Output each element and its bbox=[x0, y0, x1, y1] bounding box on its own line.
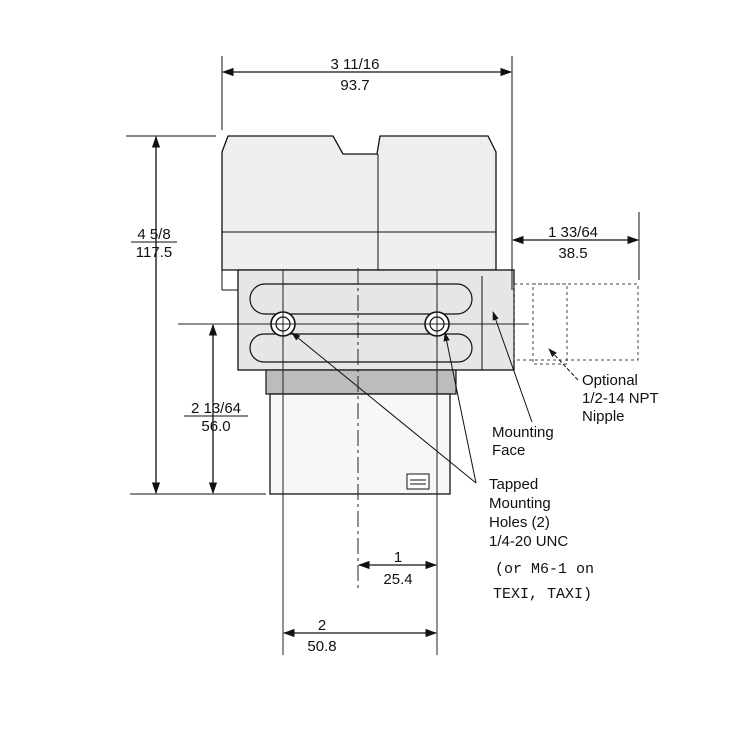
nipple-label-line-2: 1/2-14 NPT bbox=[582, 390, 659, 407]
alt-thread-line-1: (or M6-1 on bbox=[495, 561, 594, 578]
height-total-metric: 117.5 bbox=[136, 244, 172, 261]
optional-nipple-outline bbox=[513, 283, 639, 365]
center-offset-imperial: 1 bbox=[394, 549, 402, 566]
dimension-width-top: 3 11/16 93.7 bbox=[221, 56, 513, 94]
tapped-holes-line-4: 1/4-20 UNC bbox=[489, 533, 568, 550]
nipple-extension-metric: 38.5 bbox=[558, 245, 587, 262]
dimension-height-total: 4 5/8 117.5 bbox=[131, 135, 177, 495]
upper-slot bbox=[249, 283, 473, 315]
collar-band bbox=[265, 369, 457, 395]
nipple-extension-imperial: 1 33/64 bbox=[548, 224, 598, 241]
small-connector bbox=[406, 473, 430, 490]
height-total-imperial: 4 5/8 bbox=[137, 226, 170, 243]
tapped-holes-line-1: Tapped bbox=[489, 476, 538, 493]
center-lines bbox=[178, 268, 528, 655]
nipple-callout: Optional 1/2-14 NPT Nipple bbox=[582, 372, 659, 425]
dimension-hole-spacing: 2 50.8 bbox=[282, 617, 438, 655]
mounting-face-callout: Mounting Face bbox=[492, 424, 554, 459]
hole-spacing-metric: 50.8 bbox=[307, 638, 336, 655]
tapped-holes-line-3: Holes (2) bbox=[489, 514, 550, 531]
top-housing bbox=[221, 135, 497, 271]
dimension-hole-height: 2 13/64 56.0 bbox=[184, 323, 248, 495]
mounting-face-line-2: Face bbox=[492, 442, 525, 459]
nipple-label-line-1: Optional bbox=[582, 372, 638, 389]
lower-slot bbox=[249, 333, 473, 363]
dimension-nipple-extension: 1 33/64 38.5 bbox=[511, 224, 640, 262]
dimension-center-offset: 1 25.4 bbox=[357, 549, 438, 588]
nipple-label-line-3: Nipple bbox=[582, 408, 625, 425]
hole-spacing-imperial: 2 bbox=[318, 617, 326, 634]
center-offset-metric: 25.4 bbox=[383, 571, 412, 588]
alt-thread-line-2: TEXI, TAXI) bbox=[493, 586, 592, 603]
width-top-imperial: 3 11/16 bbox=[331, 56, 380, 73]
hole-height-metric: 56.0 bbox=[201, 418, 230, 435]
tapped-holes-line-2: Mounting bbox=[489, 495, 551, 512]
mounting-face-line-1: Mounting bbox=[492, 424, 554, 441]
hole-height-imperial: 2 13/64 bbox=[191, 400, 241, 417]
width-top-metric: 93.7 bbox=[340, 77, 369, 94]
device-outline bbox=[221, 135, 515, 495]
tapped-holes-callout: Tapped Mounting Holes (2) 1/4-20 UNC (or… bbox=[489, 476, 594, 603]
leader-lines bbox=[291, 311, 579, 484]
